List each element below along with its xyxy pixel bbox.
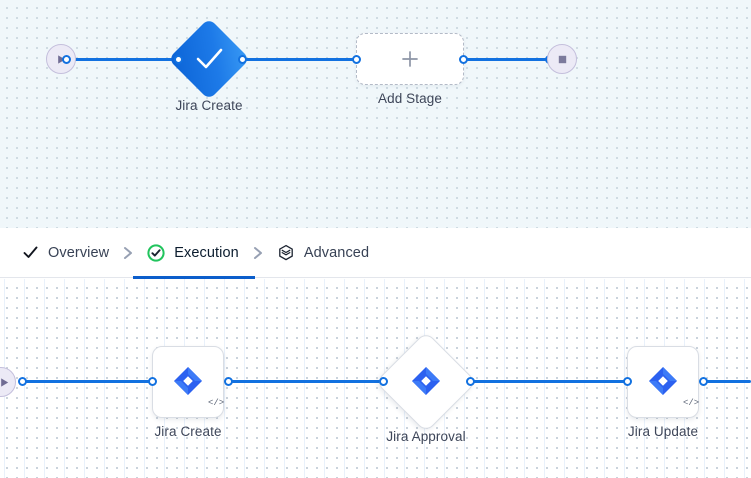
port-jira-approval-in[interactable] [379,377,388,386]
chevron-right-icon [239,245,277,261]
tab-overview[interactable]: Overview [22,228,109,278]
pipeline-node-label-jira-create: Jira Create [175,98,243,113]
execution-node-jira-update[interactable] [627,346,699,418]
port-jira-update-out[interactable] [699,377,708,386]
stage-config-tabbar[interactable]: Overview Execution Advanced [0,228,751,279]
pipeline-editor-canvas[interactable]: Jira Create Add Stage [0,0,751,228]
tab-advanced[interactable]: Advanced [277,228,369,278]
port-add-stage-in[interactable] [352,55,361,64]
plus-icon [400,49,420,69]
tab-overview-label: Overview [48,244,110,261]
port-add-stage-out[interactable] [459,55,468,64]
edge-start-to-jira-create [22,380,153,383]
check-icon [22,244,39,261]
execution-node-label-jira-create: Jira Create [154,424,222,439]
layers-hexagon-icon [277,244,295,262]
execution-graph-canvas[interactable]: </> Jira Create Jira Approval </> Jira U… [0,279,751,478]
pipeline-stop-button[interactable] [547,44,577,74]
port-jira-create-in[interactable] [174,55,183,64]
port-execution-start-out[interactable] [18,377,27,386]
pipeline-start-button[interactable] [46,44,76,74]
port-jira-create-out[interactable] [224,377,233,386]
port-jira-create-out[interactable] [238,55,247,64]
execution-node-jira-create[interactable] [152,346,224,418]
port-start-out[interactable] [62,55,71,64]
edge-jira-create-to-add-stage [242,58,358,61]
port-jira-create-in[interactable] [148,377,157,386]
execution-node-label-jira-update: Jira Update [627,424,699,439]
stop-icon [557,54,568,65]
edge-jira-approval-to-jira-update [470,380,628,383]
execution-node-label-jira-approval: Jira Approval [386,429,466,444]
play-icon [0,377,10,388]
add-stage-button[interactable] [356,33,464,85]
pipeline-node-label-add-stage: Add Stage [378,91,442,106]
play-icon [56,54,67,65]
execution-start-button[interactable] [0,367,16,397]
edge-jira-update-outgoing [703,380,751,383]
check-circle-icon [147,243,165,262]
tab-execution-label: Execution [174,244,239,261]
edge-start-to-jira-create [66,58,178,61]
edge-add-stage-to-end [463,58,549,61]
tab-advanced-label: Advanced [303,244,370,261]
tab-execution[interactable]: Execution [133,228,255,279]
edge-jira-create-to-jira-approval [228,380,383,383]
port-jira-update-in[interactable] [623,377,632,386]
port-jira-approval-out[interactable] [466,377,475,386]
execution-node-jira-approval[interactable] [375,331,477,433]
chevron-right-icon [109,245,147,261]
